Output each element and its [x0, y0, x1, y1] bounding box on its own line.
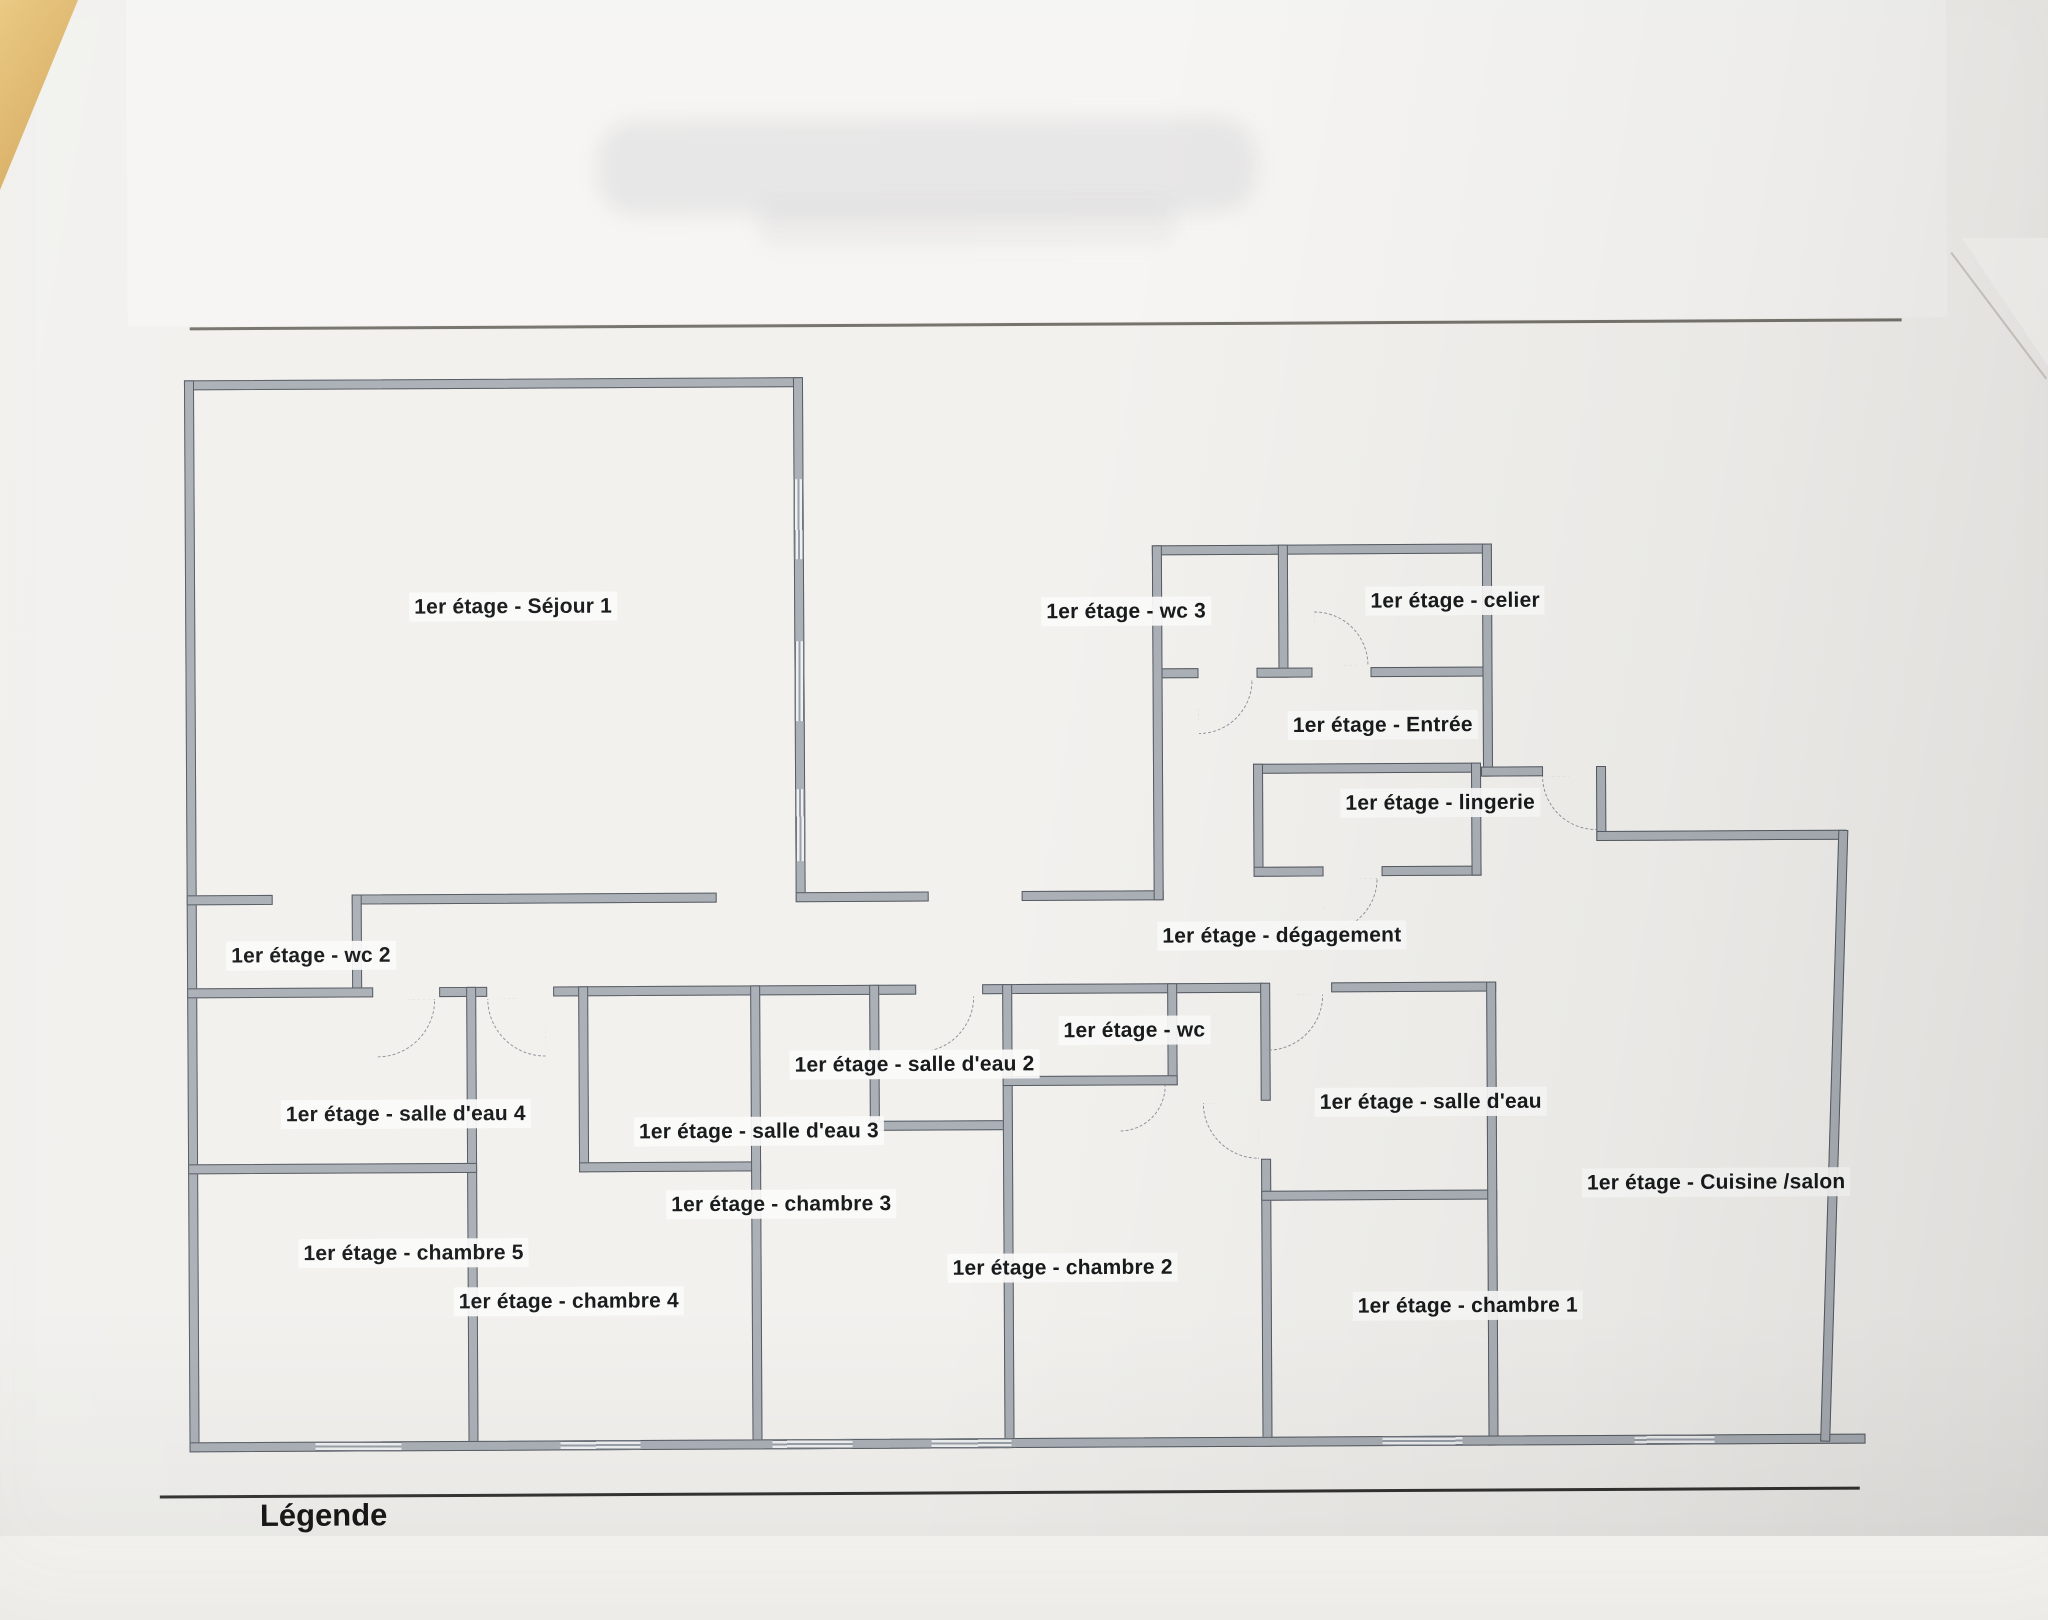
- window-icon: [316, 1441, 402, 1451]
- wall: [439, 987, 487, 997]
- wall: [1261, 1190, 1497, 1201]
- room-label-wc-2: 1er étage - wc 2: [226, 941, 396, 971]
- wall: [466, 987, 478, 1451]
- window-icon: [1383, 1436, 1463, 1446]
- wall: [188, 1163, 477, 1175]
- wall: [1152, 544, 1492, 556]
- window-icon: [795, 789, 805, 861]
- photo-scene: 1er étage - Séjour 1 1er étage - wc 3 1er …: [0, 0, 2048, 1536]
- wall: [579, 1161, 761, 1172]
- room-label-chambre-5: 1er étage - chambre 5: [298, 1238, 528, 1268]
- window-icon: [561, 1440, 641, 1450]
- wall: [190, 1434, 1866, 1453]
- legend-rule: [160, 1487, 1860, 1499]
- wall: [1382, 866, 1482, 877]
- wall: [1482, 544, 1493, 777]
- room-label-salle-deau-4: 1er étage - salle d'eau 4: [281, 1099, 531, 1129]
- wall: [1331, 982, 1496, 993]
- wall: [352, 893, 717, 905]
- wall: [796, 892, 929, 903]
- wall: [187, 895, 273, 905]
- wall: [553, 985, 916, 997]
- door-arc-icon: [1542, 776, 1596, 830]
- room-label-celier: 1er étage - celier: [1365, 586, 1545, 616]
- wall: [1486, 982, 1498, 1446]
- ink-bleed-through: [757, 199, 1177, 245]
- room-label-lingerie: 1er étage - lingerie: [1340, 788, 1540, 818]
- wall: [1261, 1159, 1273, 1447]
- wall: [184, 380, 200, 1452]
- room-label-cuisine-salon: 1er étage - Cuisine /salon: [1582, 1167, 1851, 1198]
- room-label-wc: 1er étage - wc: [1058, 1015, 1210, 1045]
- room-label-sejour-1: 1er étage - Séjour 1: [409, 592, 617, 622]
- door-arc-icon: [1199, 680, 1253, 734]
- door-arc-icon: [1120, 1085, 1166, 1131]
- legend-title: Légende: [260, 1497, 388, 1534]
- wall: [1022, 890, 1164, 901]
- door-arc-icon: [1203, 1103, 1259, 1159]
- wall: [187, 987, 373, 998]
- room-label-wc-3: 1er étage - wc 3: [1041, 596, 1211, 626]
- door-arc-icon: [377, 999, 435, 1057]
- window-icon: [794, 641, 804, 721]
- wall: [1278, 545, 1289, 678]
- door-arc-icon: [918, 996, 974, 1052]
- wall: [1370, 667, 1492, 678]
- room-label-chambre-2: 1er étage - chambre 2: [947, 1253, 1177, 1283]
- room-label-chambre-3: 1er étage - chambre 3: [666, 1189, 896, 1219]
- wall: [1256, 667, 1312, 677]
- door-arc-icon: [487, 999, 545, 1057]
- window-icon: [773, 1439, 853, 1449]
- room-label-salle-deau-3: 1er étage - salle d'eau 3: [634, 1116, 884, 1146]
- window-icon: [932, 1438, 1012, 1448]
- window-icon: [793, 479, 803, 559]
- wall: [1253, 764, 1264, 877]
- room-label-chambre-1: 1er étage - chambre 1: [1353, 1290, 1583, 1320]
- window-icon: [1634, 1434, 1714, 1444]
- room-label-salle-deau-2: 1er étage - salle d'eau 2: [790, 1049, 1040, 1079]
- room-label-salle-deau: 1er étage - salle d'eau: [1315, 1087, 1547, 1117]
- door-arc-icon: [1314, 611, 1368, 665]
- room-label-chambre-4: 1er étage - chambre 4: [454, 1286, 684, 1316]
- wall: [1820, 830, 1848, 1442]
- wall: [1596, 830, 1846, 841]
- wall: [1253, 763, 1481, 774]
- door-arc-icon: [1267, 994, 1323, 1050]
- wall: [1254, 866, 1324, 876]
- floor-plan: 1er étage - Séjour 1 1er étage - wc 3 1er …: [0, 0, 2048, 1541]
- wall: [184, 377, 802, 390]
- wall: [1481, 766, 1543, 776]
- wall: [1596, 766, 1606, 841]
- wall: [982, 983, 1263, 994]
- room-label-degagement: 1er étage - dégagement: [1157, 920, 1406, 950]
- wall: [578, 986, 589, 1172]
- wall: [1471, 763, 1482, 876]
- wall: [870, 1120, 1013, 1131]
- room-label-entree: 1er étage - Entrée: [1288, 710, 1478, 740]
